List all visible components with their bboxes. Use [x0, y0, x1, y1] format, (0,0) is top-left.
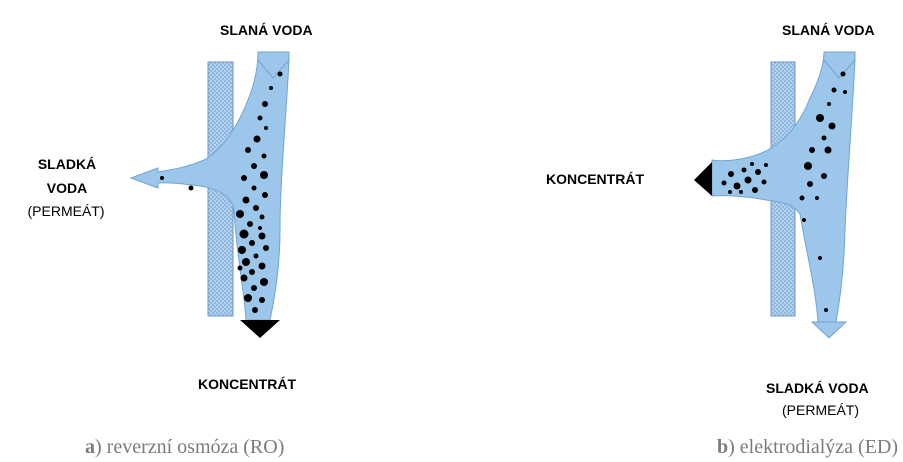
ro-bottom-label: KONCENTRÁT — [198, 376, 296, 392]
ro-caption-text: ) reverzní osmóza (RO) — [95, 436, 284, 458]
panel-a-diagram — [131, 52, 289, 338]
ro-caption-letter: a — [85, 436, 95, 458]
ed-caption: b) elektrodialýza (ED) — [717, 436, 898, 459]
ro-concentrate-arrow — [240, 320, 280, 338]
ed-concentrate-arrow — [694, 162, 712, 196]
ed-caption-text: ) elektrodialýza (ED) — [728, 436, 898, 458]
ed-bottom-label-line2: (PERMEÁT) — [782, 402, 859, 418]
ro-left-label-line3: (PERMEÁT) — [8, 203, 124, 219]
ed-top-label: SLANÁ VODA — [782, 22, 875, 38]
ro-left-label-line2: VODA — [31, 180, 103, 196]
panel-b-diagram — [694, 52, 855, 338]
ed-caption-letter: b — [717, 436, 728, 458]
ro-caption: a) reverzní osmóza (RO) — [85, 436, 284, 459]
ed-left-label: KONCENTRÁT — [546, 171, 644, 187]
ed-bottom-label-line1: SLADKÁ VODA — [766, 380, 869, 396]
ed-freshwater-arrow — [812, 322, 846, 338]
ro-left-label-line1: SLADKÁ — [31, 156, 103, 172]
ro-top-label: SLANÁ VODA — [220, 22, 313, 38]
